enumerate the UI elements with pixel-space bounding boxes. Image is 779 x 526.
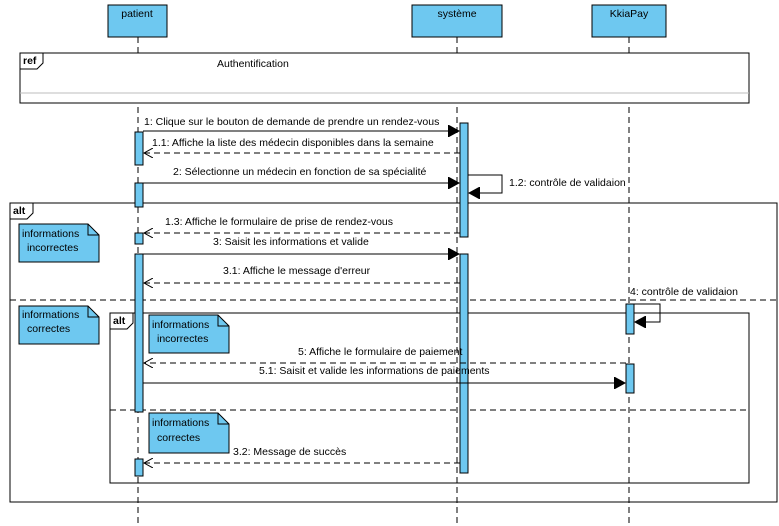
alt-inner-tag: alt [113,315,126,327]
activation-patient-5 [134,458,144,477]
guard-note-outer-incorrect: informations incorrectes [18,223,100,263]
guard-note-line: informations [22,228,79,240]
message-arrow-1-2 [468,174,503,193]
guard-note-line: informations [152,319,209,331]
message-label-3-2: 3.2: Message de succès [233,446,346,458]
message-label-5: 5: Affiche le formulaire de paiement [298,346,462,358]
lifeline-label-kkiapay: KkiaPay [610,8,649,20]
guard-note-line: correctes [157,432,200,444]
guard-note-line: correctes [27,323,70,335]
ref-frame [19,52,750,104]
alt-outer-tag-box [9,202,34,220]
lifeline-header-systeme [411,4,503,38]
activation-kkiapay-1 [625,303,635,335]
alt-inner-frame [109,312,750,484]
alt-outer-tag: alt [13,205,26,217]
message-label-2: 2: Sélectionne un médecin en fonction de… [173,166,426,178]
activation-kkiapay-2 [625,363,635,394]
activation-patient-1 [134,131,144,166]
message-label-1-3: 1.3: Affiche le formulaire de prise de r… [165,216,393,228]
message-label-1-1: 1.1: Affiche la liste des médecin dispon… [152,137,434,149]
guard-note-line: informations [152,417,209,429]
activation-systeme-1 [459,122,469,238]
activation-patient-3 [134,232,144,245]
alt-inner-tag-box [109,312,134,330]
message-label-3: 3: Saisit les informations et valide [213,236,369,248]
guard-note-line: incorrectes [27,242,78,254]
guard-note-outer-correct: informations correctes [18,305,100,345]
guard-note-line: incorrectes [157,333,208,345]
lifeline-header-patient [107,4,168,38]
alt-outer-frame [9,202,778,503]
lifeline-label-systeme: système [437,8,476,20]
guard-note-inner-correct: informations correctes [148,412,230,454]
lifeline-label-patient: patient [121,8,153,20]
guard-note-line: informations [22,309,79,321]
message-arrow-4 [634,303,661,322]
ref-frame-title: Authentification [217,58,289,70]
message-label-1-2: 1.2: contrôle de validaion [509,177,626,189]
ref-frame-tag-box [19,52,44,70]
message-label-3-1: 3.1: Affiche le message d'erreur [223,265,371,277]
activation-patient-2 [134,182,144,208]
message-label-5-1: 5.1: Saisit et valide les informations d… [259,365,490,377]
message-label-4: 4: contrôle de validaion [630,286,738,298]
ref-frame-tag: ref [23,55,37,67]
message-label-1: 1: Clique sur le bouton de demande de pr… [144,116,439,128]
guard-note-inner-incorrect: informations incorrectes [148,314,230,354]
activation-patient-4 [134,253,144,413]
